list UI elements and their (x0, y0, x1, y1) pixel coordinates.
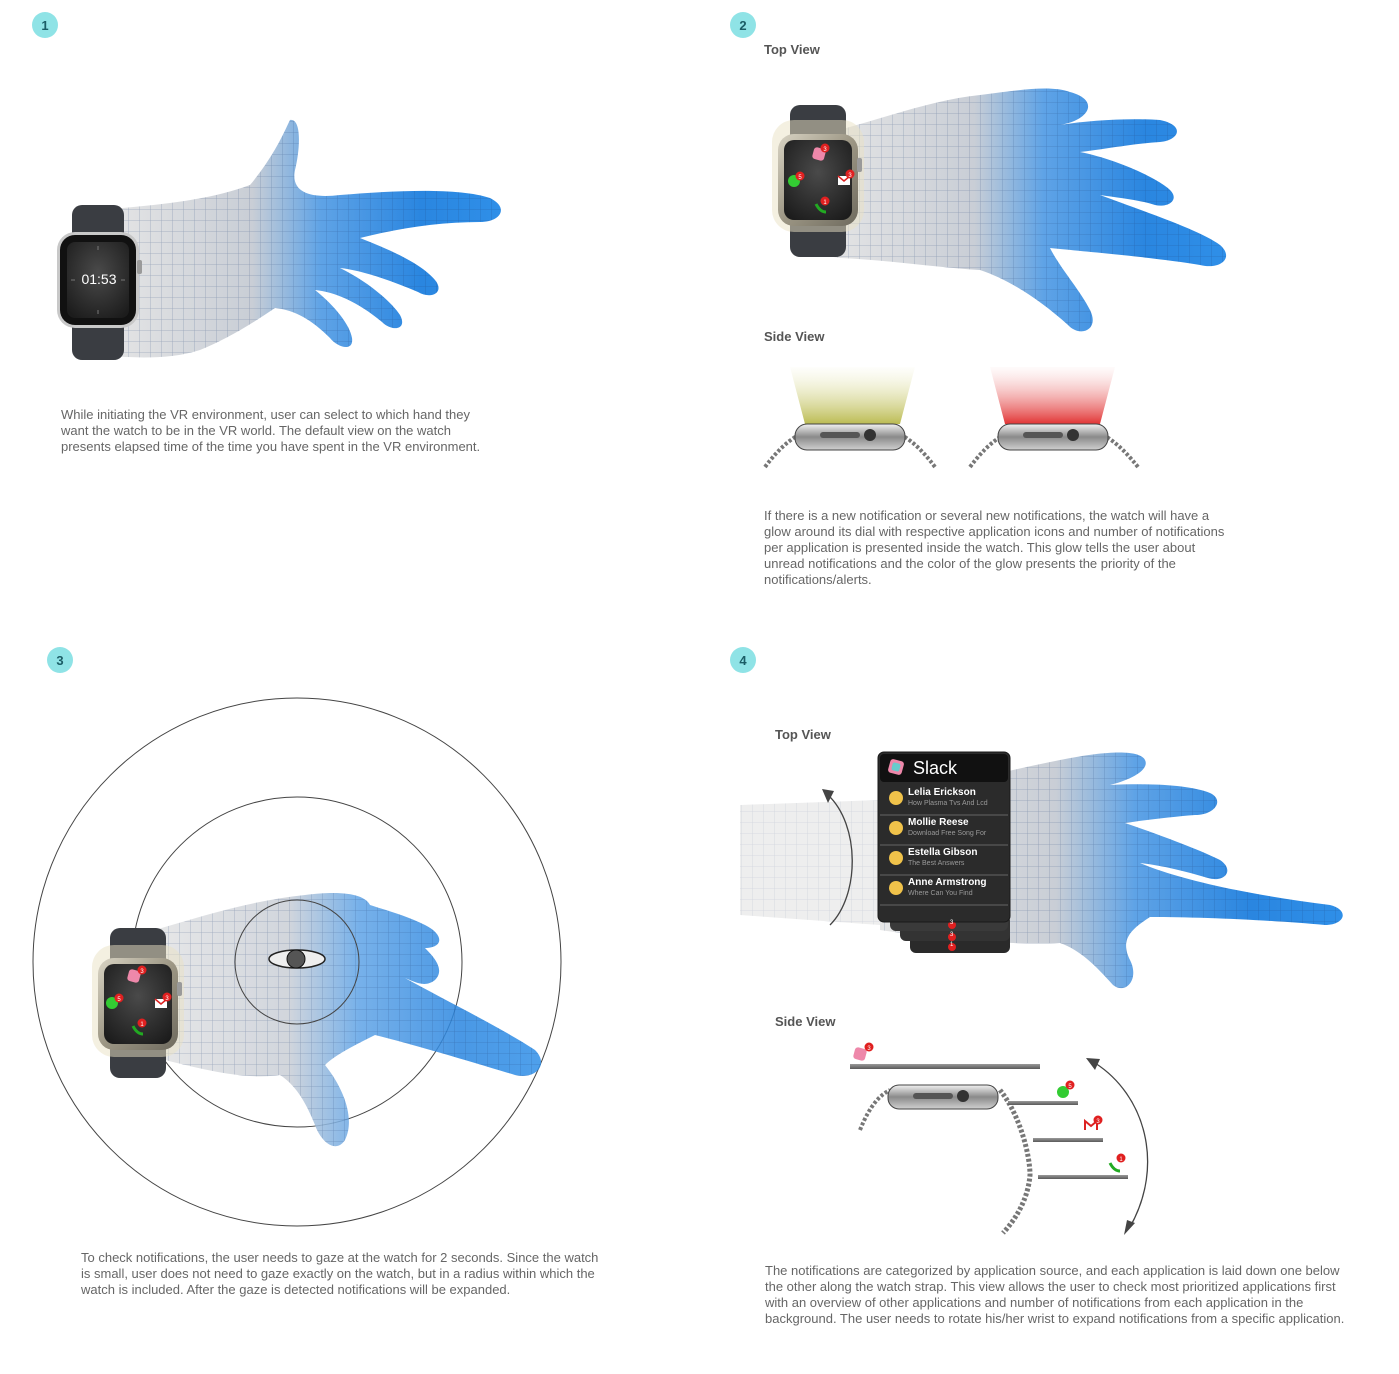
panel3-gaze-illustration: 3 5 3 1 (32, 697, 562, 1227)
stack-count-3: 1 (950, 942, 954, 948)
step-badge-1: 1 (32, 12, 58, 38)
message-preview: Download Free Song For (908, 830, 987, 837)
slack-message-item[interactable]: Estella Gibson The Best Answers (908, 847, 1008, 867)
panel4-hand-illustration (740, 751, 1343, 989)
step-badge-4: 4 (730, 647, 756, 673)
contact-avatars (889, 791, 903, 895)
watch-elapsed-time: 01:53 (81, 271, 117, 287)
whatsapp-icon (106, 993, 124, 1009)
message-sender: Anne Armstrong (908, 877, 987, 888)
slack-icon (812, 143, 830, 161)
forearm-ghost (740, 800, 880, 925)
slack-icon (127, 965, 147, 983)
whatsapp-count: 5 (798, 175, 802, 181)
message-sender: Mollie Reese (908, 817, 969, 828)
phone-count: 1 (1119, 1157, 1123, 1163)
slack-window-title: Slack (913, 758, 958, 778)
panel1-description: While initiating the VR environment, use… (61, 407, 481, 454)
panel2-top-view-label: Top View (764, 42, 820, 57)
message-sender: Estella Gibson (908, 847, 978, 858)
phone-icon (1108, 1153, 1126, 1173)
stack-count-2: 3 (950, 932, 954, 938)
rotate-arrow (1086, 1058, 1149, 1235)
stack-count-1: 3 (950, 920, 954, 926)
gaze-radius-outer (32, 697, 562, 1227)
watch (772, 105, 864, 257)
watch (57, 205, 142, 360)
panel2-side-view-label: Side View (764, 329, 825, 344)
slack-message-item[interactable]: Lelia Erickson How Plasma Tvs And Lcd (908, 787, 1008, 807)
step-badge-3: 3 (47, 647, 73, 673)
gmail-icon (1084, 1115, 1103, 1130)
panel4-side-view-illustration: 3 5 3 1 (850, 1042, 1149, 1235)
watch-side (858, 1084, 1033, 1235)
slack-count: 3 (823, 147, 827, 153)
panel2-description: If there is a new notification or severa… (764, 508, 1225, 587)
slack-count: 3 (140, 969, 144, 975)
eye-icon (268, 949, 326, 969)
gmail-icon (837, 169, 855, 185)
gmail-count: 3 (165, 996, 169, 1002)
whatsapp-icon (1057, 1080, 1075, 1098)
gmail-icon (154, 992, 172, 1008)
message-preview: Where Can You Find (908, 890, 973, 897)
app-layer-bars (850, 1064, 1128, 1179)
panel4-description: The notifications are categorized by app… (765, 1263, 1345, 1326)
yellow-glow-watch (763, 367, 937, 469)
slack-icon (853, 1042, 874, 1061)
gaze-radius-inner (234, 899, 360, 1025)
panel1-hand-illustration (57, 119, 501, 360)
panel2-hand-illustration: 3 5 3 1 (772, 88, 1227, 332)
red-glow-watch (968, 367, 1140, 469)
step-badge-2: 2 (730, 12, 756, 38)
watch-dial-ticks (71, 246, 125, 314)
panel3-description: To check notifications, the user needs t… (81, 1250, 599, 1297)
slack-notification-window (877, 751, 1011, 923)
gmail-count: 3 (848, 173, 852, 179)
message-sender: Lelia Erickson (908, 787, 976, 798)
watch (92, 928, 184, 1078)
whatsapp-count: 5 (1068, 1084, 1072, 1090)
message-preview: How Plasma Tvs And Lcd (908, 800, 988, 807)
panel4-side-view-label: Side View (775, 1014, 836, 1029)
slack-message-item[interactable]: Mollie Reese Download Free Song For (908, 817, 1008, 837)
phone-icon (131, 1018, 147, 1036)
phone-icon (814, 196, 830, 214)
hand-shape (135, 893, 542, 1147)
slack-logo-icon (888, 759, 904, 775)
slack-message-item[interactable]: Anne Armstrong Where Can You Find (908, 877, 1008, 897)
slack-count: 3 (867, 1046, 871, 1052)
whatsapp-icon (788, 171, 805, 187)
gmail-count: 3 (1096, 1119, 1100, 1125)
whatsapp-count: 5 (117, 997, 121, 1003)
hand-shape (820, 88, 1227, 332)
phone-count: 1 (823, 200, 827, 206)
message-dividers (880, 814, 1008, 906)
message-preview: The Best Answers (908, 860, 965, 867)
panel4-top-view-label: Top View (775, 727, 831, 742)
panel2-side-view-illustration (763, 367, 1140, 469)
rotate-arrow (822, 789, 853, 926)
phone-count: 1 (140, 1022, 144, 1028)
hand-shape (100, 119, 501, 358)
